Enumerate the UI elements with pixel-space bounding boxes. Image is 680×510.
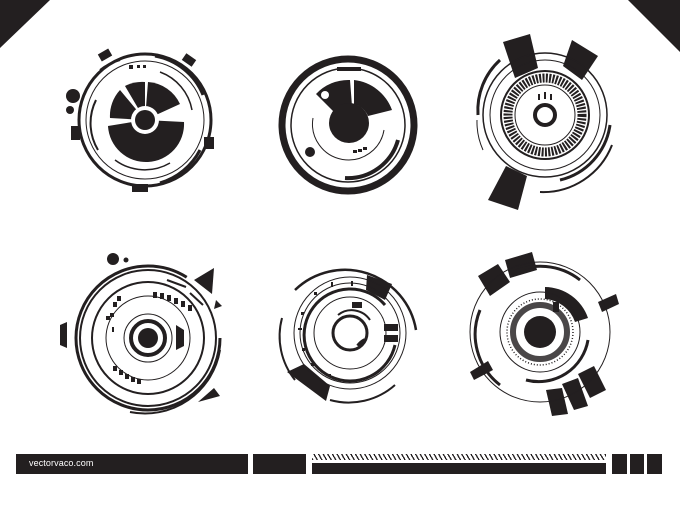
corner-triangle-top-right (628, 0, 680, 52)
hud-circle-4 (60, 253, 222, 415)
hud-circle-2 (278, 55, 418, 195)
hud-circle-5 (278, 268, 418, 404)
footer-block (253, 454, 306, 474)
footer-brand-text: vectorvaco.com (29, 458, 94, 468)
footer-square-2 (630, 454, 644, 474)
footer-square-1 (612, 454, 627, 474)
footer-square-3 (647, 454, 662, 474)
footer-brand-bar (16, 454, 248, 474)
footer-long-bar (312, 463, 606, 474)
hud-circle-3 (476, 34, 613, 210)
corner-triangle-top-left (0, 0, 50, 48)
hud-circle-1 (66, 48, 214, 192)
hud-circle-6 (469, 252, 619, 416)
footer-hatched-stripes (312, 454, 606, 460)
